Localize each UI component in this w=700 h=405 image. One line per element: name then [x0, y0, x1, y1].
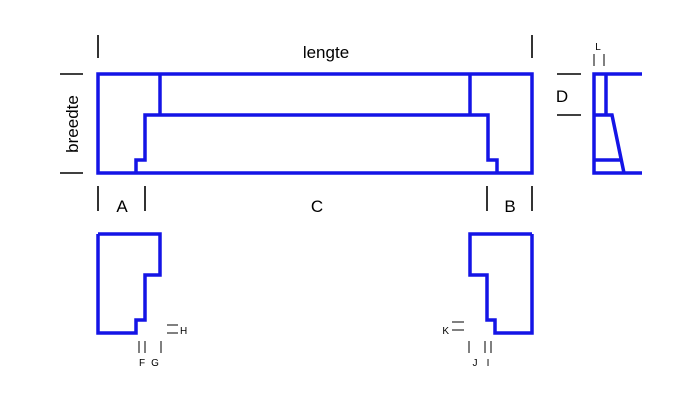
- i-label: I: [487, 358, 490, 369]
- top-view-inner-outline: [134, 113, 499, 173]
- g-label: G: [151, 358, 159, 369]
- a-label: A: [116, 197, 128, 216]
- d-label: D: [556, 87, 568, 106]
- right-detail-outline: [468, 232, 534, 335]
- k-label: K: [442, 326, 449, 337]
- lengte-dimension: lengte: [97, 35, 533, 62]
- side-view-outline: [592, 72, 642, 175]
- lengte-label: lengte: [303, 43, 349, 62]
- f-label: F: [139, 358, 145, 369]
- b-label: B: [504, 197, 515, 216]
- h-label: H: [180, 326, 187, 337]
- left-detail-outline: [96, 232, 162, 335]
- top-view: [96, 72, 534, 175]
- l-label: L: [595, 42, 601, 53]
- abc-dimensions: A C B: [97, 186, 533, 216]
- j-label: J: [473, 358, 478, 369]
- top-view-outer-rect: [96, 72, 534, 175]
- c-label: C: [311, 197, 323, 216]
- side-view-slope: [594, 113, 626, 174]
- side-view: D L: [556, 42, 642, 175]
- right-detail: J I K: [442, 232, 534, 369]
- breedte-dimension: breedte: [60, 73, 83, 174]
- breedte-label: breedte: [63, 95, 82, 153]
- left-detail: F G H: [96, 232, 187, 369]
